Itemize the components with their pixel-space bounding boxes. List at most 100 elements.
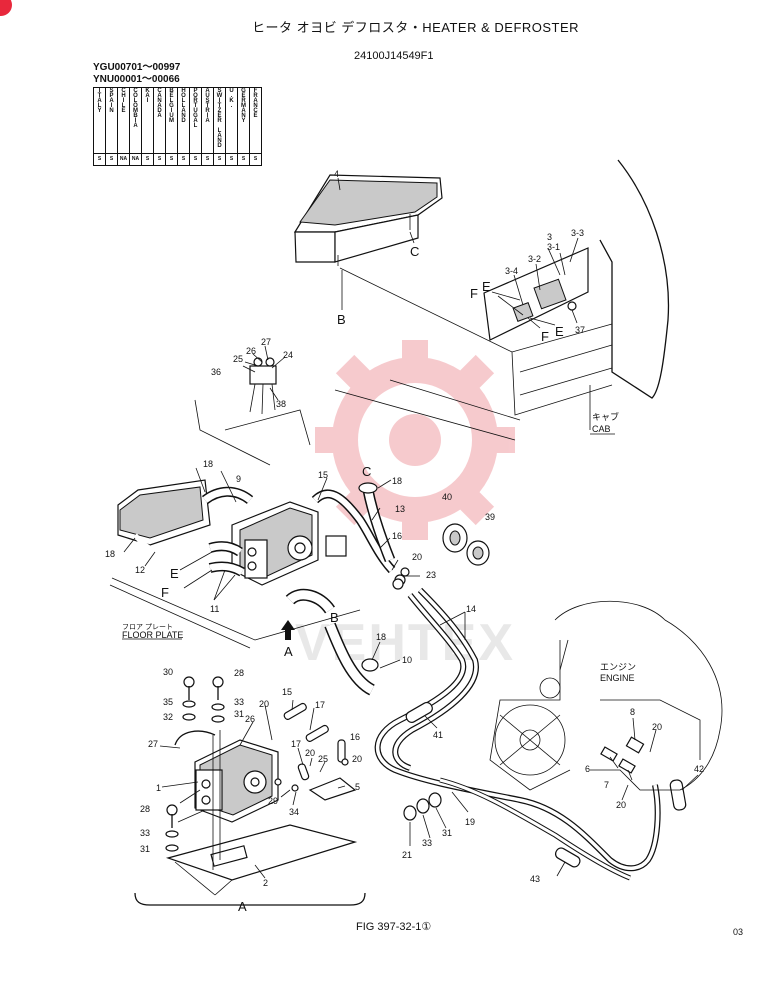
diagram-title: ヒータ オヨビ デフロスタ・HEATER & DEFROSTER [252,20,580,35]
letter-b-duct: B [337,312,346,327]
callout-28-lower: 28 [140,804,150,814]
figure-reference: FIG 397-32-1① [356,921,432,933]
callout-23: 23 [426,570,436,580]
callout-28-top: 28 [234,668,244,678]
letter-a-bracket: A [238,899,247,914]
watermark-gear-icon [315,340,515,540]
engine-label-jp: エンジン [600,662,636,672]
country-code: S [213,153,226,166]
callout-18-left: 18 [105,549,115,559]
callout-39: 39 [485,512,495,522]
callout-32: 32 [163,712,173,722]
callout-21: 21 [402,850,412,860]
callout-24: 24 [283,350,293,360]
floor-plate-label: FLOOR PLATE [122,630,183,640]
corner-badge-icon [0,0,12,16]
letter-a-arrow: A [284,644,293,659]
country-name: CANADA [156,88,163,118]
callout-3-2: 3-2 [528,254,541,264]
country-applicability-table: ITALY SPAIN CHILE COLOMBIA KAI CANADA BE… [93,87,262,166]
callout-11: 11 [210,604,219,614]
callout-20-engine-2: 20 [616,800,626,810]
country-code-row: S S NA NA S S S S S S S S S S [93,153,262,166]
letter-f-panel-2: F [541,329,549,344]
callout-43: 43 [530,874,540,884]
callout-36: 36 [211,367,221,377]
country-name: FRANCE [252,88,259,118]
heater-exploded-view [165,730,358,896]
callout-30: 30 [163,667,173,677]
letter-f-panel: F [470,286,478,301]
engine-block [489,600,723,791]
callout-17-detail: 17 [315,700,325,710]
hardware-fasteners [165,578,442,852]
callout-38: 38 [276,399,286,409]
page-number: 03 [733,927,744,937]
callout-3-4: 3-4 [505,266,518,276]
callout-20-lower: 20 [305,748,315,758]
callout-33-pipe: 33 [422,838,432,848]
callout-20-detail: 20 [259,699,269,709]
letter-e-heater: E [170,566,179,581]
callout-26: 26 [246,346,256,356]
callout-16-top: 16 [392,531,402,541]
callout-25-lower: 25 [318,754,328,764]
letter-b-hose: B [330,610,339,625]
country-name: SPAIN [108,88,115,113]
engine-label: ENGINE [600,673,635,683]
callout-41: 41 [433,730,443,740]
callout-5: 5 [355,782,360,792]
country-name: BELGIUM [168,88,175,123]
callout-29: 29 [268,796,278,806]
callout-18-c: 18 [392,476,402,486]
callout-40: 40 [442,492,452,502]
callout-42: 42 [694,764,704,774]
callout-26-detail: 26 [245,714,255,724]
callout-18-top: 18 [203,459,213,469]
callout-10: 10 [402,655,412,665]
floor-plate-label-jp: フロア プレート [122,623,173,631]
serial-ranges: YGU00701～00997 YNU00001～00066 [93,62,180,86]
callout-3-1: 3-1 [547,242,560,252]
cab-wall [334,159,670,441]
callout-20-engine: 20 [652,722,662,732]
grommets [442,523,490,566]
callout-20-right: 20 [352,754,362,764]
callout-37: 37 [575,325,585,335]
callout-33-lower: 33 [140,828,150,838]
letter-f-heater: F [161,585,169,600]
callout-8: 8 [630,707,635,717]
country-name: PORTUGAL [192,88,199,128]
cab-label-jp: キャブ [592,411,619,422]
defroster-duct [293,174,443,266]
leader-lines [123,177,699,879]
letter-e-panel-2: E [555,324,564,339]
country-name-row: ITALY SPAIN CHILE COLOMBIA KAI CANADA BE… [93,87,262,154]
country-name: GERMANY [240,88,247,123]
country-name: SWITZER LAND [216,88,223,148]
callout-3-3: 3-3 [571,228,584,238]
callout-9: 9 [236,474,241,484]
country-name: CHILE [120,88,127,113]
callout-27-detail: 27 [148,739,158,749]
callout-1: 1 [156,783,161,793]
callout-31-pipe: 31 [442,828,452,838]
callout-31-top: 31 [234,709,244,719]
switch-panel [483,247,589,341]
callout-3: 3 [547,232,552,242]
country-code: S [249,153,262,166]
callout-4: 4 [334,169,339,179]
letter-c-hose: C [362,464,371,479]
country-name: KAI [144,88,151,103]
water-valve-assembly [249,357,277,415]
callout-20-top: 20 [412,552,422,562]
callout-7: 7 [604,780,609,790]
country-code: S [153,153,166,166]
callout-15-top: 15 [318,470,328,480]
country-name: ITALY [96,88,103,113]
callout-27: 27 [261,337,271,347]
country-code: S [225,153,238,166]
callout-12: 12 [135,565,145,575]
